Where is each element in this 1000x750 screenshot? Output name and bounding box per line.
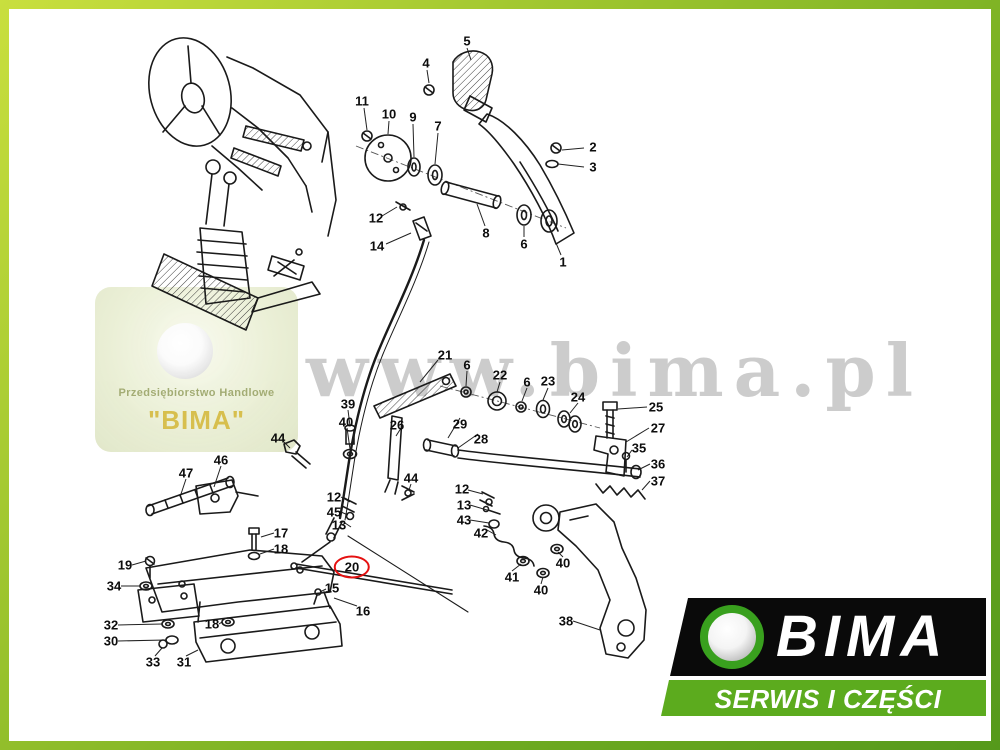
- console-panel: [151, 248, 321, 331]
- part-label-1: 1: [559, 254, 567, 270]
- part-label-18: 18: [204, 616, 220, 632]
- part-label-46: 46: [213, 452, 229, 468]
- part-label-38: 38: [558, 613, 574, 629]
- part-label-9: 9: [409, 109, 417, 125]
- part-label-28: 28: [473, 431, 489, 447]
- part-label-19: 19: [117, 557, 133, 573]
- brake-cable: [301, 238, 430, 563]
- part-label-25: 25: [648, 399, 664, 415]
- part-label-6: 6: [520, 236, 528, 252]
- part-label-10: 10: [381, 106, 397, 122]
- part-label-6: 6: [463, 357, 471, 373]
- part-label-11: 11: [355, 93, 369, 109]
- part-label-12: 12: [454, 481, 470, 497]
- bima-logo-brand-text: BIMA: [776, 604, 949, 669]
- part-label-7: 7: [434, 118, 442, 134]
- part-label-12: 12: [368, 210, 384, 226]
- stamp-ball-icon: [157, 323, 213, 379]
- part-label-32: 32: [103, 617, 119, 633]
- part-label-15: 15: [324, 580, 340, 596]
- part-label-39: 39: [340, 396, 356, 412]
- part-label-29: 29: [452, 416, 468, 432]
- part-label-3: 3: [589, 159, 597, 175]
- part-label-20: 20: [333, 555, 371, 579]
- part-label-44: 44: [403, 470, 419, 486]
- part-label-26: 26: [389, 417, 405, 433]
- bima-logo-tagline: SERWIS I CZĘŚCI: [714, 684, 942, 714]
- part-label-17: 17: [273, 525, 289, 541]
- left-fasteners: [145, 424, 358, 517]
- stamp-name-text: "BIMA": [147, 405, 246, 435]
- part-label-45: 45: [326, 504, 342, 520]
- part-label-31: 31: [176, 654, 192, 670]
- part-label-22: 22: [492, 367, 508, 383]
- part-label-24: 24: [570, 389, 586, 405]
- part-label-27: 27: [650, 420, 666, 436]
- part-label-36: 36: [650, 456, 666, 472]
- part-label-14: 14: [369, 238, 385, 254]
- company-stamp-watermark: Przedsiębiorstwo Handlowe "BIMA": [95, 287, 298, 452]
- part-label-4: 4: [422, 55, 430, 71]
- part-label-8: 8: [482, 225, 490, 241]
- part-label-40: 40: [338, 414, 354, 430]
- stamp-company-text: Przedsiębiorstwo Handlowe: [118, 387, 275, 399]
- part-label-16: 16: [355, 603, 371, 619]
- part-label-30: 30: [103, 633, 119, 649]
- control-stalks: [230, 125, 312, 177]
- right-bracket-assembly: [341, 485, 647, 659]
- hand-lever-assembly: [361, 50, 575, 245]
- bima-logo-banner: [661, 680, 986, 716]
- part-label-41: 41: [504, 569, 520, 585]
- part-label-12: 12: [326, 489, 342, 505]
- part-label-40: 40: [555, 555, 571, 571]
- part-label-5: 5: [463, 33, 471, 49]
- part-label-34: 34: [106, 578, 122, 594]
- middle-linkage: [373, 373, 646, 500]
- part-label-43: 43: [456, 512, 472, 528]
- part-label-13: 13: [331, 517, 347, 533]
- part-label-6: 6: [523, 374, 531, 390]
- part-label-33: 33: [145, 654, 161, 670]
- part-label-35: 35: [631, 440, 647, 456]
- part-label-42: 42: [473, 525, 489, 541]
- part-label-21: 21: [437, 347, 453, 363]
- part-label-13: 13: [456, 497, 472, 513]
- part-label-18: 18: [273, 541, 289, 557]
- part-label-44: 44: [270, 430, 286, 446]
- part-label-40: 40: [533, 582, 549, 598]
- part-label-47: 47: [178, 465, 194, 481]
- part-label-37: 37: [650, 473, 666, 489]
- bima-logo-ball-icon: [700, 605, 764, 669]
- part-label-2: 2: [589, 139, 597, 155]
- steering-wheel: [148, 37, 232, 147]
- mounting-bracket-assembly: [137, 527, 469, 663]
- part-label-23: 23: [540, 373, 556, 389]
